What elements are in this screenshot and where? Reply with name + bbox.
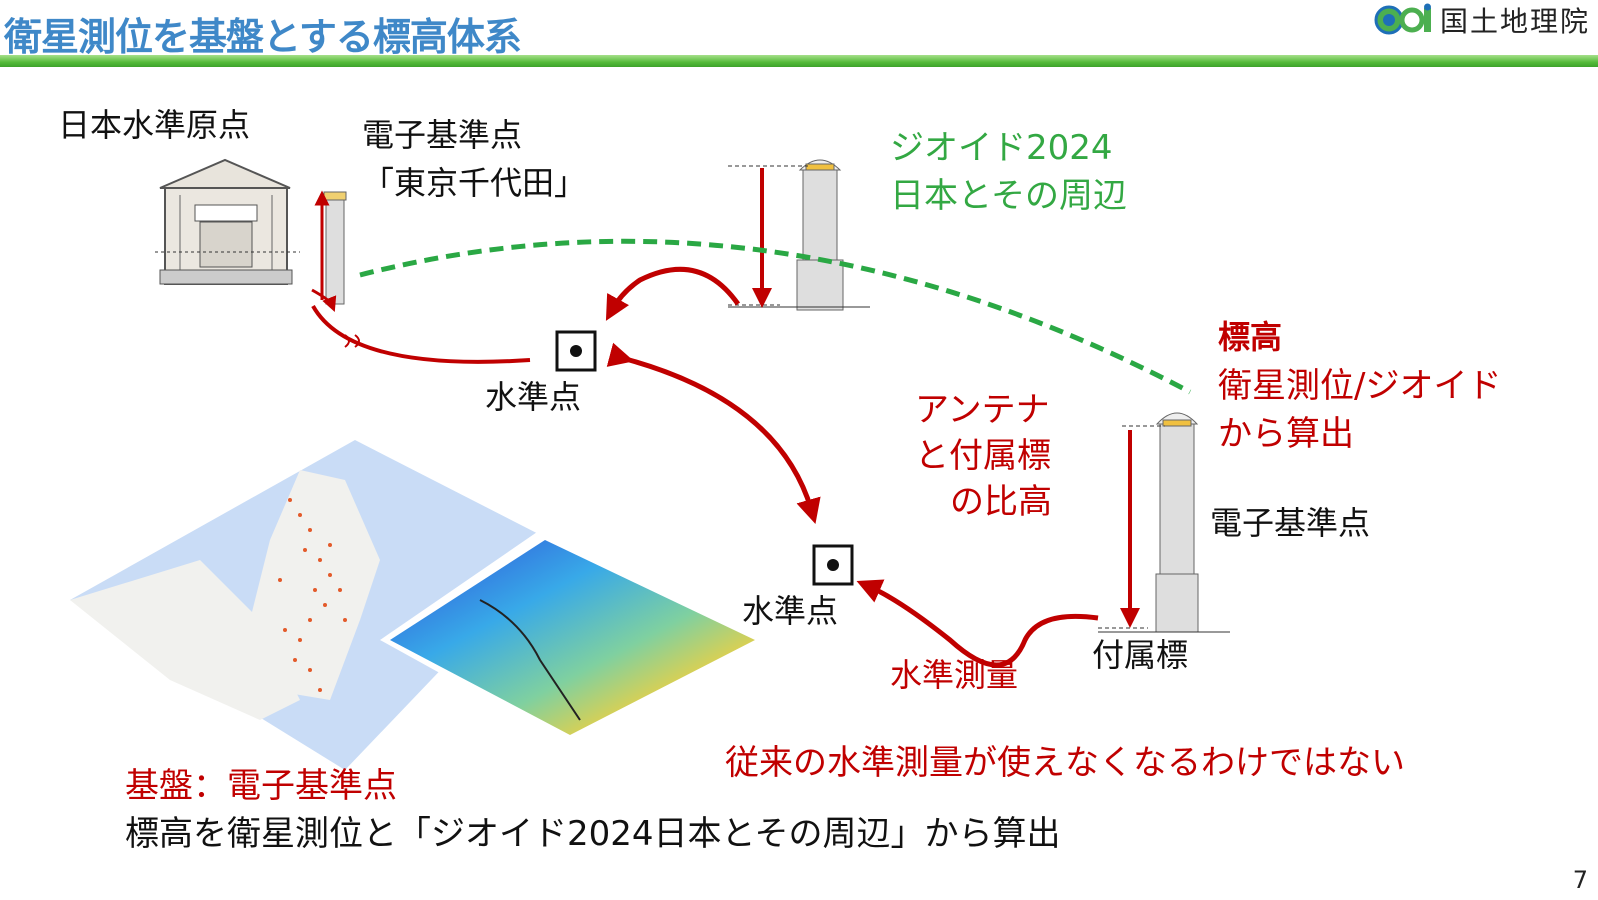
note-leveling-still-valid: 従来の水準測量が使えなくなるわけではない [725, 743, 1405, 783]
page-title: 衛星測位を基盤とする標高体系 [4, 15, 522, 59]
label-geoid-line2: 日本とその周辺 [890, 176, 1127, 216]
leveling-origin-building [155, 158, 300, 285]
arrow-origin-to-station [311, 288, 337, 312]
label-antenna-line3: の比高 [950, 482, 1052, 522]
label-gnss-station-1-name: 「東京千代田」 [362, 164, 587, 202]
label-foundation: 基盤：電子基準点 [125, 766, 397, 806]
label-leveling-origin: 日本水準原点 [58, 106, 251, 144]
label-benchmark-bottom: 水準点 [742, 592, 839, 630]
geoid-color-map [380, 530, 765, 745]
benchmark-icon-top [555, 330, 597, 372]
page-number: 7 [1572, 866, 1588, 894]
label-antenna-line1: アンテナ [915, 390, 1050, 430]
arrow-leveling [856, 579, 1099, 668]
gnss-station-tokyo-chiyoda [314, 190, 347, 305]
label-gnss-station-2: 電子基準点 [1210, 504, 1371, 542]
logo-text: 国土地理院 [1439, 5, 1590, 38]
gsi-logo: 国土地理院 [1374, 0, 1590, 40]
label-height-line2: から算出 [1218, 414, 1354, 454]
arrow-station-to-benchmark [605, 266, 741, 321]
title-underline-bar [0, 55, 1598, 67]
break-mark [344, 334, 360, 348]
label-antenna-line2: と付属標 [915, 436, 1051, 476]
geoid-curve [359, 238, 1192, 395]
label-gnss-station-1: 電子基準点 [362, 116, 523, 154]
gnss-station-right [1098, 412, 1230, 633]
label-geoid-line1: ジオイド2024 [890, 128, 1113, 168]
arrow-benchmark-link [606, 342, 821, 525]
gnss-station-center [728, 159, 870, 311]
gnss-network-map [70, 440, 560, 770]
label-attached-mark: 付属標 [1092, 636, 1189, 674]
benchmark-icon-bottom [812, 544, 854, 586]
label-height-title: 標高 [1218, 318, 1283, 356]
label-derivation: 標高を衛星測位と「ジオイド2024日本とその周辺」から算出 [125, 814, 1061, 854]
label-leveling-survey: 水準測量 [890, 656, 1019, 694]
gsi-logo-icon [1374, 3, 1431, 35]
label-height-line1: 衛星測位/ジオイド [1218, 366, 1502, 406]
label-benchmark-top: 水準点 [485, 378, 582, 416]
arrow-origin-to-benchmark [311, 305, 531, 364]
